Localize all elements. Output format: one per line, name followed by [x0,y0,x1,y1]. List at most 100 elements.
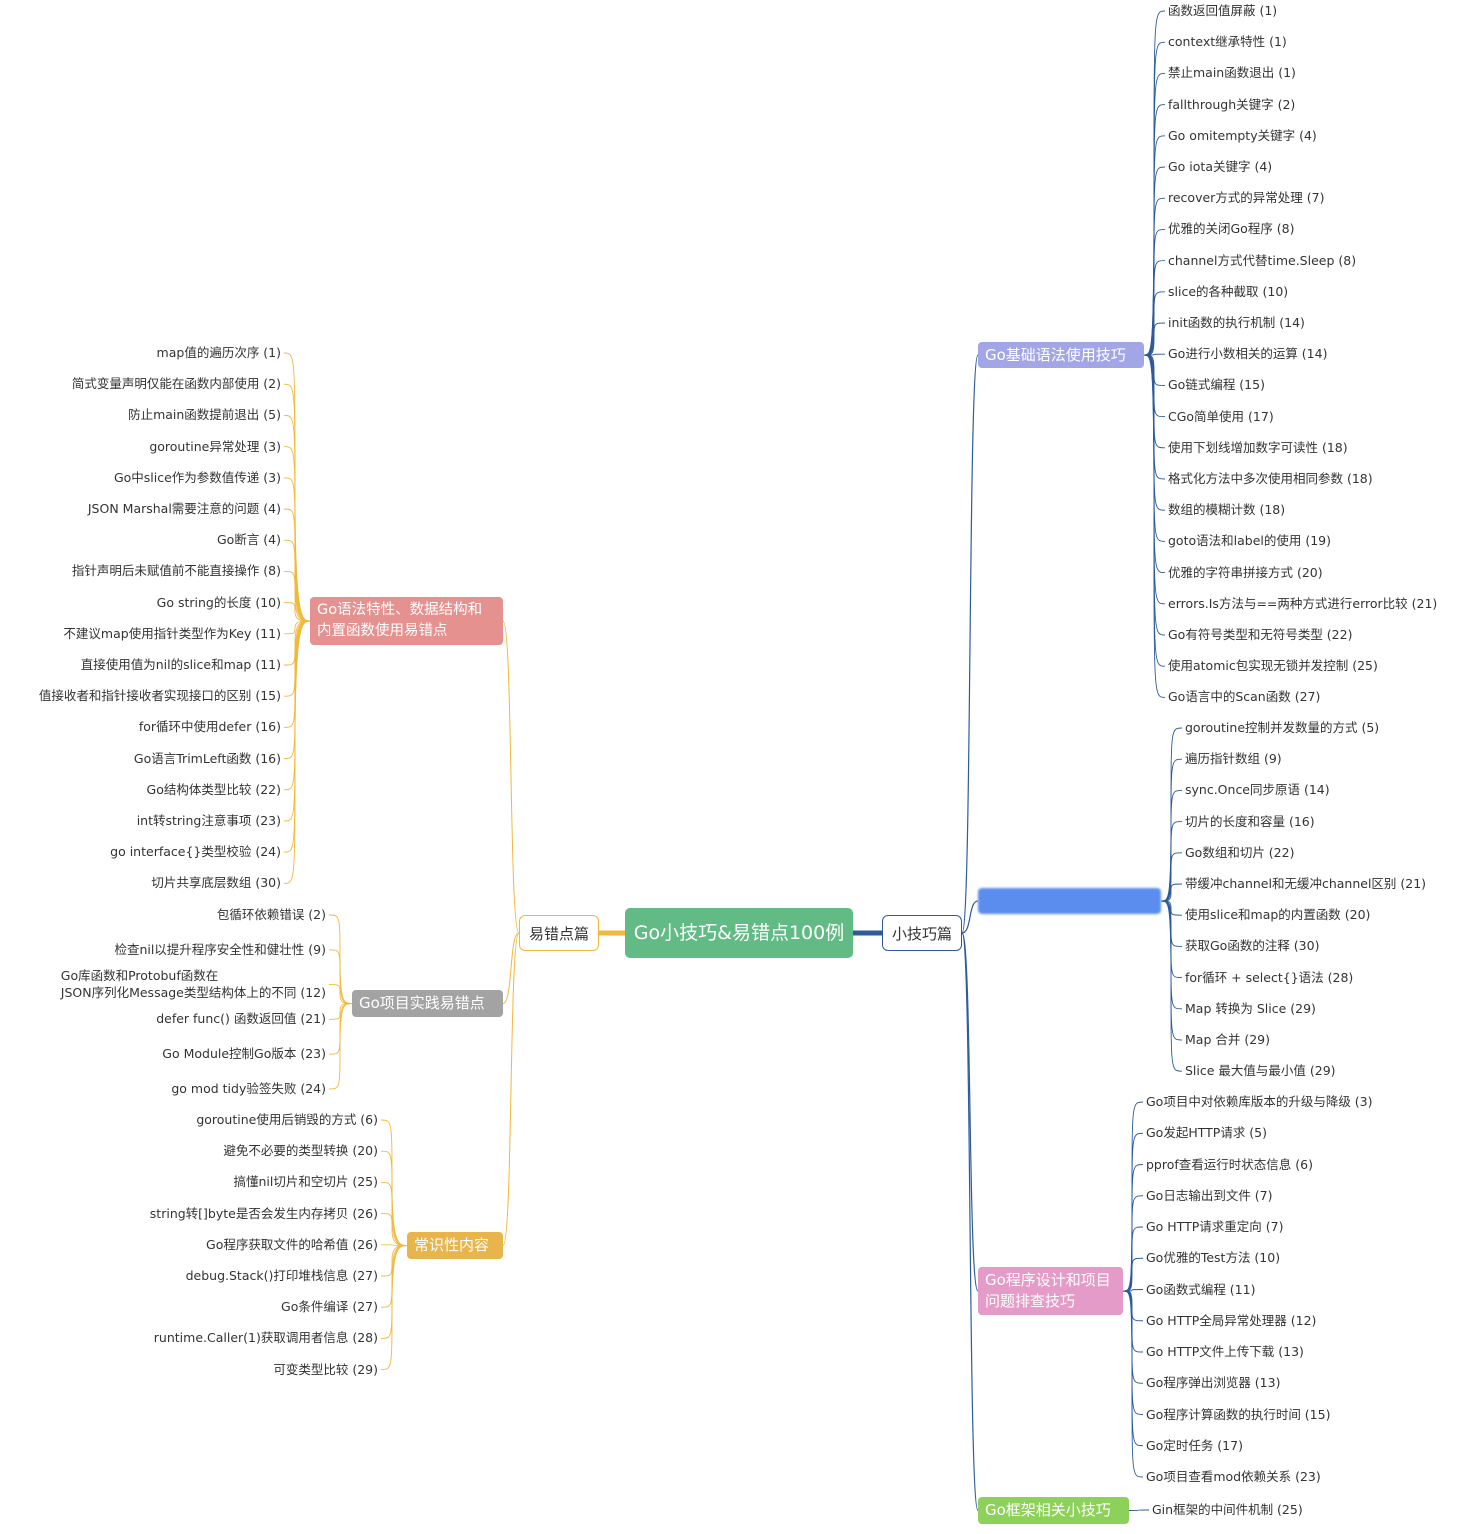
list-item[interactable]: 格式化方法中多次使用相同参数 (18) [1168,471,1373,486]
list-item[interactable]: Go string的长度 (10) [156,594,281,610]
list-item[interactable]: Go HTTP全局异常处理器 (12) [1146,1312,1317,1328]
list-item[interactable]: debug.Stack()打印堆栈信息 (27) [185,1268,378,1283]
list-item[interactable]: runtime.Caller(1)获取调用者信息 (28) [153,1330,378,1346]
list-item[interactable]: 使用slice和map的内置函数 (20) [1185,907,1371,923]
list-item[interactable]: 优雅的字符串拼接方式 (20) [1168,564,1323,580]
list-item[interactable]: int转string注意事项 (23) [136,813,281,828]
list-item[interactable]: Go断言 (4) [216,532,281,548]
list-item[interactable]: Go中slice作为参数值传递 (3) [113,469,281,485]
list-item[interactable]: 遍历指针数组 (9) [1185,751,1282,767]
list-item[interactable]: Go优雅的Test方法 (10) [1146,1250,1281,1266]
list-item[interactable]: JSON Marshal需要注意的问题 (4) [87,501,281,516]
list-item[interactable]: channel方式代替time.Sleep (8) [1168,252,1357,268]
group-node-1[interactable] [978,888,1161,914]
list-item[interactable]: Go链式编程 (15) [1168,377,1265,393]
list-item[interactable]: init函数的执行机制 (14) [1168,315,1305,330]
list-item[interactable]: 直接使用值为nil的slice和map (11) [80,657,281,672]
connector [1122,1289,1144,1292]
list-item[interactable]: goto语法和label的使用 (19) [1168,533,1331,549]
list-item[interactable]: 避免不必要的类型转换 (20) [223,1143,378,1159]
list-item[interactable]: Go iota关键字 (4) [1168,159,1273,174]
connector [1122,1132,1144,1292]
list-item[interactable]: Go项目查看mod依赖关系 (23) [1146,1469,1321,1484]
list-item[interactable]: 指针声明后未赋值前不能直接操作 (8) [71,563,281,579]
list-item[interactable]: for循环 + select{}语法 (28) [1185,969,1354,985]
list-item[interactable]: Go语言中的Scan函数 (27) [1168,689,1321,705]
list-item[interactable]: defer func() 函数返回值 (21) [156,1011,326,1027]
list-item[interactable]: context继承特性 (1) [1168,34,1287,50]
list-item[interactable]: Go有符号类型和无符号类型 (22) [1168,627,1353,642]
list-item[interactable]: Go条件编译 (27) [281,1299,378,1315]
list-item[interactable]: Go HTTP文件上传下载 (13) [1146,1344,1304,1359]
list-item[interactable]: goroutine异常处理 (3) [149,438,281,454]
connector [1122,1195,1144,1292]
mistakes-branch-node[interactable]: 易错点篇 [519,915,599,951]
list-item[interactable]: Go库函数和Protobuf函数在 JSON序列化Message类型结构体上的不… [60,967,326,1000]
list-item[interactable]: Gin框架的中间件机制 (25) [1152,1502,1303,1517]
list-item[interactable]: Go发起HTTP请求 (5) [1146,1125,1268,1141]
list-item[interactable]: Go语言TrimLeft函数 (16) [133,750,281,766]
list-item[interactable]: 简式变量声明仅能在函数内部使用 (2) [71,376,281,392]
group-node-left-2[interactable]: 常识性内容 [407,1232,503,1259]
list-item[interactable]: goroutine控制并发数量的方式 (5) [1185,720,1380,735]
list-item[interactable]: Go程序弹出浏览器 (13) [1146,1375,1281,1391]
list-item[interactable]: Go HTTP请求重定向 (7) [1146,1219,1284,1234]
list-item[interactable]: map值的遍历次序 (1) [156,345,281,360]
list-item[interactable]: 搞懂nil切片和空切片 (25) [233,1174,378,1190]
list-item[interactable]: go mod tidy验签失败 (24) [171,1081,326,1096]
list-item[interactable]: Map 转换为 Slice (29) [1185,1000,1316,1016]
list-item[interactable]: 检查nil以提升程序安全性和健壮性 (9) [114,941,326,957]
list-item[interactable]: 禁止main函数退出 (1) [1168,65,1296,81]
group-node-0[interactable]: Go基础语法使用技巧 [978,342,1144,368]
list-item[interactable]: Go函数式编程 (11) [1146,1281,1256,1297]
group-node-left-1[interactable]: Go项目实践易错点 [352,990,503,1017]
list-item[interactable]: pprof查看运行时状态信息 (6) [1146,1156,1313,1172]
list-item[interactable]: Go项目中对依赖库版本的升级与降级 (3) [1146,1094,1373,1109]
list-item[interactable]: 防止main函数提前退出 (5) [128,407,281,423]
list-item[interactable]: 不建议map使用指针类型作为Key (11) [63,625,281,641]
list-item[interactable]: goroutine使用后销毁的方式 (6) [196,1112,378,1127]
connector [283,620,311,884]
list-item[interactable]: errors.Is方法与==两种方式进行error比较 (21) [1168,595,1438,611]
list-item[interactable]: Go omitempty关键字 (4) [1168,127,1317,143]
list-item[interactable]: string转[]byte是否会发生内存拷贝 (26) [149,1205,378,1221]
list-item[interactable]: Go数组和切片 (22) [1185,844,1295,860]
list-item[interactable]: 数组的模糊计数 (18) [1168,502,1286,518]
list-item[interactable]: 切片的长度和容量 (16) [1185,813,1315,829]
group-node-3[interactable]: Go框架相关小技巧 [978,1497,1129,1524]
tips-branch-node[interactable]: 小技巧篇 [882,915,962,951]
group-node-left-0[interactable]: Go语法特性、数据结构和内置函数使用易错点 [310,597,503,645]
list-item[interactable]: go interface{}类型校验 (24) [110,844,281,860]
list-item[interactable]: recover方式的异常处理 (7) [1168,190,1325,206]
connector [1122,1290,1144,1478]
list-item[interactable]: Go日志输出到文件 (7) [1146,1187,1273,1203]
list-item[interactable]: 获取Go函数的注释 (30) [1185,938,1320,954]
list-item[interactable]: 使用atomic包实现无锁并发控制 (25) [1168,658,1378,674]
list-item[interactable]: 包循环依赖错误 (2) [216,907,326,922]
list-item[interactable]: Go结构体类型比较 (22) [146,781,281,797]
list-item[interactable]: fallthrough关键字 (2) [1168,96,1296,112]
list-item[interactable]: Map 合并 (29) [1185,1032,1270,1047]
list-item[interactable]: Go程序计算函数的执行时间 (15) [1146,1406,1331,1422]
list-item[interactable]: slice的各种截取 (10) [1168,283,1289,299]
list-item[interactable]: 值接收者和指针接收者实现接口的区别 (15) [38,688,281,704]
list-item[interactable]: Go Module控制Go版本 (23) [162,1046,326,1062]
list-item[interactable]: 优雅的关闭Go程序 (8) [1168,221,1295,237]
connector [1122,1290,1144,1384]
list-item[interactable]: 使用下划线增加数字可读性 (18) [1168,439,1348,455]
list-item[interactable]: CGo简单使用 (17) [1168,408,1274,424]
list-item[interactable]: for循环中使用defer (16) [138,719,281,735]
list-item[interactable]: 函数返回值屏蔽 (1) [1168,3,1278,18]
group-node-2[interactable]: Go程序设计和项目问题排查技巧 [978,1267,1123,1315]
list-item[interactable]: 切片共享底层数组 (30) [151,875,281,891]
list-item[interactable]: sync.Once同步原语 (14) [1185,782,1330,798]
root-node[interactable]: Go小技巧&易错点100例 [625,908,853,958]
list-item[interactable]: 带缓冲channel和无缓冲channel区别 (21) [1185,876,1427,891]
list-item[interactable]: Slice 最大值与最小值 (29) [1185,1063,1336,1079]
list-item[interactable]: Go定时任务 (17) [1146,1437,1243,1453]
list-item[interactable]: 可变类型比较 (29) [273,1361,378,1377]
connector [1160,900,1183,947]
list-item[interactable]: Go程序获取文件的哈希值 (26) [206,1236,378,1252]
connector [1122,1290,1144,1447]
list-item[interactable]: Go进行小数相关的运算 (14) [1168,346,1328,362]
